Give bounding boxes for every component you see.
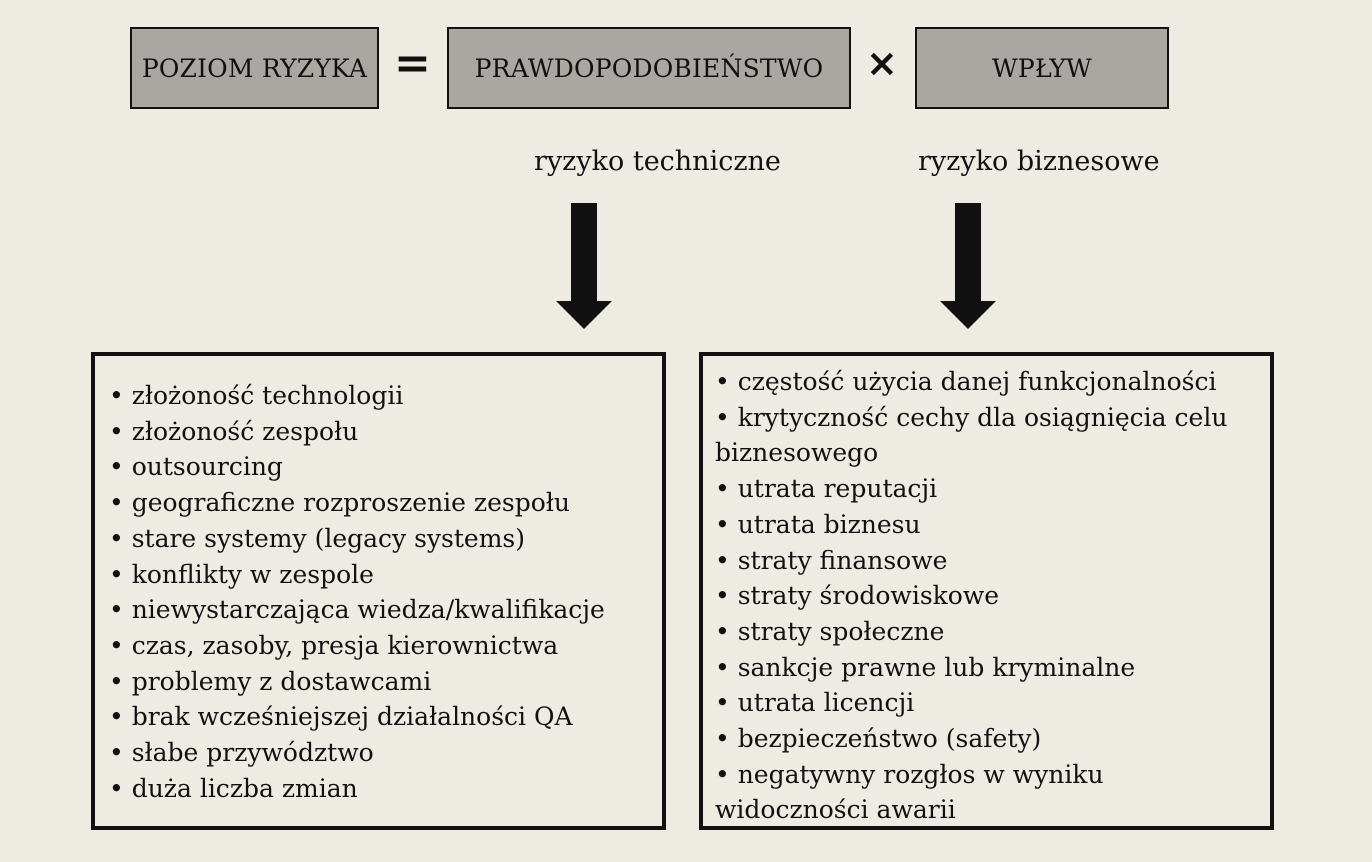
list-item: • negatywny rozgłos w wyniku: [715, 759, 1104, 789]
equals-sign: =: [394, 38, 431, 89]
impact-box: WPŁYW: [915, 27, 1169, 109]
risk-level-label: POZIOM RYZYKA: [141, 53, 368, 83]
list-item: • outsourcing: [109, 452, 283, 482]
multiply-sign: ×: [866, 41, 898, 85]
down-arrow-icon: [940, 203, 996, 329]
probability-label: PRAWDOPODOBIEŃSTWO: [474, 53, 824, 83]
list-item: • częstość użycia danej funkcjonalności: [715, 367, 1217, 396]
list-item: • straty środowiskowe: [715, 581, 1000, 611]
business-risk-label: ryzyko biznesowe: [918, 146, 1160, 177]
list-item: • utrata reputacji: [715, 474, 938, 504]
list-item: • straty społeczne: [715, 616, 945, 646]
list-item: • straty finansowe: [715, 545, 948, 575]
list-item: widoczności awarii: [715, 795, 956, 825]
technical-risk-list: • złożoność technologii • złożoność zespo…: [109, 378, 662, 806]
list-item: • duża liczba zmian: [109, 773, 358, 803]
down-arrow-icon: [556, 203, 612, 329]
list-item: • krytyczność cechy dla osiągnięcia celu: [715, 402, 1228, 432]
list-item: • słabe przywództwo: [109, 738, 374, 768]
technical-risk-factors-box: • złożoność technologii • złożoność zespo…: [91, 352, 666, 830]
list-item: • utrata licencji: [715, 688, 915, 718]
list-item: • brak wcześniejszej działalności QA: [109, 702, 573, 732]
list-item: • niewystarczająca wiedza/kwalifikacje: [109, 595, 605, 625]
list-item: • sankcje prawne lub kryminalne: [715, 652, 1136, 682]
list-item: • bezpieczeństwo (safety): [715, 724, 1042, 754]
list-item: • złożoność zespołu: [109, 416, 359, 446]
business-risk-list: • częstość użycia danej funkcjonalności •…: [715, 364, 1270, 828]
list-item: biznesowego: [715, 438, 879, 468]
list-item: • konflikty w zespole: [109, 559, 374, 589]
impact-label: WPŁYW: [992, 53, 1092, 83]
business-risk-factors-box: • częstość użycia danej funkcjonalności •…: [699, 352, 1274, 830]
list-item: • problemy z dostawcami: [109, 666, 432, 696]
list-item: • utrata biznesu: [715, 509, 921, 539]
list-item: • czas, zasoby, presja kierownictwa: [109, 630, 559, 660]
list-item: • złożoność technologii: [109, 381, 404, 410]
technical-risk-label: ryzyko techniczne: [534, 146, 781, 177]
probability-box: PRAWDOPODOBIEŃSTWO: [447, 27, 851, 109]
risk-level-box: POZIOM RYZYKA: [130, 27, 379, 109]
list-item: • geograficzne rozproszenie zespołu: [109, 488, 570, 518]
list-item: • stare systemy (legacy systems): [109, 523, 526, 553]
